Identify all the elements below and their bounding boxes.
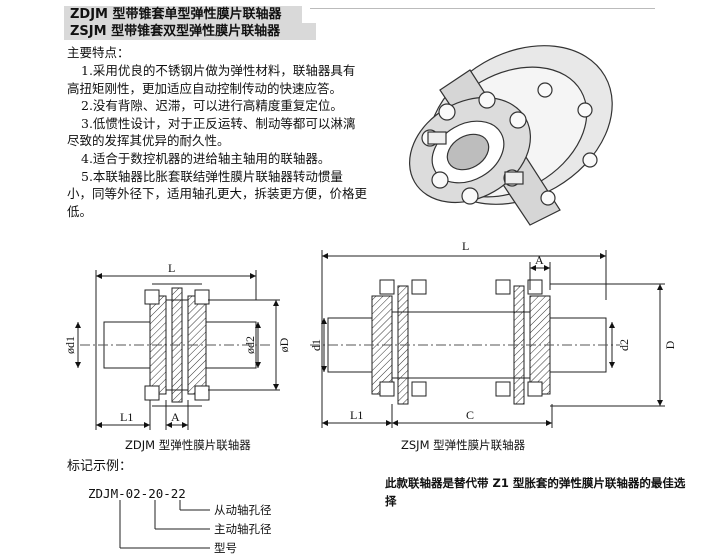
zdjm-drawing — [75, 270, 280, 430]
zdjm-caption: ZDJM 型弹性膜片联轴器 — [125, 438, 251, 452]
label-drive-bore: 主动轴孔径 — [214, 522, 272, 536]
zsjm-dim-D: D — [663, 340, 677, 349]
features-list: 1.采用优良的不锈钢片做为弹性材料，联轴器具有高扭矩刚性，更加适应自动控制传动的… — [67, 62, 367, 220]
feature-item: 1.采用优良的不锈钢片做为弹性材料，联轴器具有高扭矩刚性，更加适应自动控制传动的… — [67, 63, 356, 96]
zdjm-dim-L: L — [168, 261, 175, 275]
example-title: 标记示例： — [67, 459, 133, 474]
features-title: 主要特点： — [67, 45, 130, 60]
label-driven-bore: 从动轴孔径 — [214, 503, 272, 517]
replacement-note: 此款联轴器是替代带 Z1 型胀套的弹性膜片联轴器的最佳选择 — [385, 476, 686, 508]
feature-item: 5.本联轴器比胀套联结弹性膜片联轴器转动惯量小，同等外径下，适用轴孔更大，拆装更… — [67, 168, 368, 219]
zsjm-dim-L1: L1 — [350, 408, 363, 422]
model-code: ZDJM-02-20-22 — [88, 486, 186, 501]
coupling-3d-illustration — [409, 45, 613, 226]
model-code-leaders — [119, 500, 210, 549]
zsjm-dim-d1: d1 — [309, 339, 323, 351]
zdjm-dim-d1: ød1 — [63, 336, 77, 354]
top-rule — [310, 8, 655, 9]
zdjm-dim-A: A — [171, 410, 180, 424]
zdjm-dim-D: øD — [277, 337, 291, 352]
feature-item: 4.适合于数控机器的进给轴主轴用的联轴器。 — [81, 150, 331, 166]
feature-item: 3.低惯性设计，对于正反运转、制动等都可以淋漓尽致的发挥其优异的耐久性。 — [67, 115, 356, 149]
zsjm-dim-A: A — [535, 253, 544, 267]
zsjm-dim-d2: d2 — [617, 339, 631, 351]
feature-item: 2.没有背隙、迟滞，可以进行高精度重复定位。 — [81, 98, 343, 114]
zdjm-dim-d2: ød2 — [243, 336, 257, 354]
zdjm-dim-L1: L1 — [120, 410, 133, 424]
zsjm-drawing — [310, 250, 665, 428]
title-zsjm: ZSJM 型带锥套双型弹性膜片联轴器 — [64, 23, 316, 40]
title-zdjm: ZDJM 型带锥套单型弹性膜片联轴器 — [64, 6, 302, 23]
zsjm-dim-C: C — [466, 408, 474, 422]
label-model: 型号 — [214, 541, 237, 555]
zsjm-caption: ZSJM 型弹性膜片联轴器 — [401, 438, 526, 452]
zsjm-dim-L: L — [462, 239, 469, 253]
